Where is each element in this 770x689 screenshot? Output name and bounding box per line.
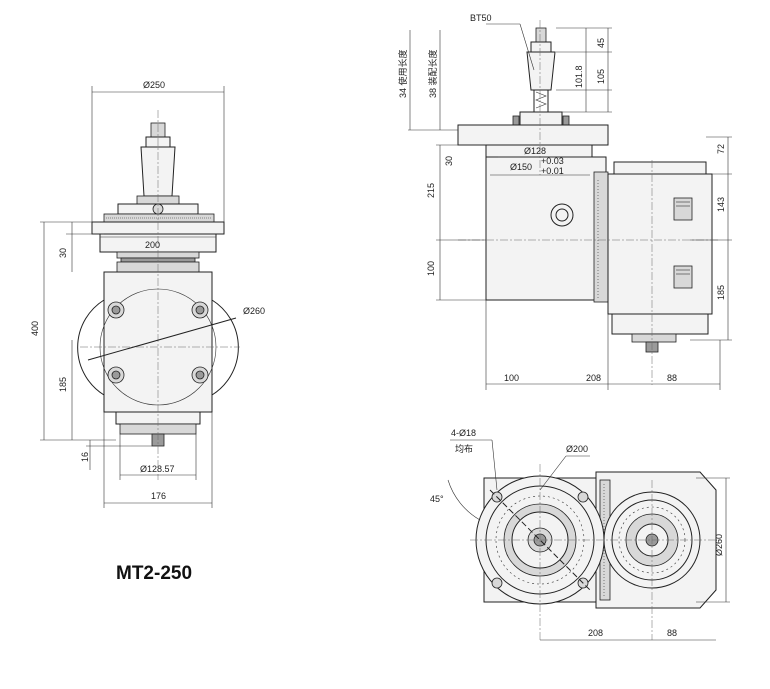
dim-d250: Ø250	[143, 80, 165, 90]
dim-d260-top: Ø260	[714, 534, 724, 556]
dim-143: 143	[716, 197, 726, 212]
dim-h88: 88	[667, 373, 677, 383]
dim-tol-plus: +0.03	[541, 156, 564, 166]
dim-h208: 208	[586, 373, 601, 383]
dim-45-angle: 45°	[430, 494, 444, 504]
dim-d150: Ø150	[510, 162, 532, 172]
dim-b208: 208	[588, 628, 603, 638]
dim-176: 176	[151, 491, 166, 501]
dim-16: 16	[80, 452, 90, 462]
dim-185: 185	[58, 377, 68, 392]
dim-d200: Ø200	[566, 444, 588, 454]
dim-45: 45	[596, 38, 606, 48]
dim-30: 30	[58, 248, 68, 258]
dim-holes: 4-Ø18	[451, 428, 476, 438]
dim-mount-length: 38 装配长度	[427, 49, 438, 98]
dim-tol-minus: +0.01	[541, 166, 564, 176]
dim-d12857: Ø128.57	[140, 464, 175, 474]
dim-h100: 100	[504, 373, 519, 383]
dim-101-8: 101.8	[574, 65, 584, 88]
front-dimensions	[40, 86, 225, 508]
side-view	[457, 20, 720, 385]
dim-bt50: BT50	[470, 13, 492, 23]
dim-b88: 88	[667, 628, 677, 638]
dim-s100: 100	[426, 261, 436, 276]
top-view	[470, 464, 720, 640]
dim-215: 215	[426, 183, 436, 198]
side-dimensions	[408, 23, 732, 390]
dim-72: 72	[716, 144, 726, 154]
model-title: MT2-250	[116, 563, 192, 584]
dim-holes-note: 均布	[455, 443, 473, 454]
dim-s185: 185	[716, 285, 726, 300]
dim-d128: Ø128	[524, 146, 546, 156]
dim-use-length: 34 使用长度	[397, 49, 408, 98]
dim-200: 200	[145, 240, 160, 250]
top-dimensions	[447, 439, 730, 641]
dim-s30: 30	[444, 156, 454, 166]
dim-d260: Ø260	[243, 306, 265, 316]
dim-400: 400	[30, 321, 40, 336]
front-view	[77, 110, 240, 480]
dim-105: 105	[596, 69, 606, 84]
